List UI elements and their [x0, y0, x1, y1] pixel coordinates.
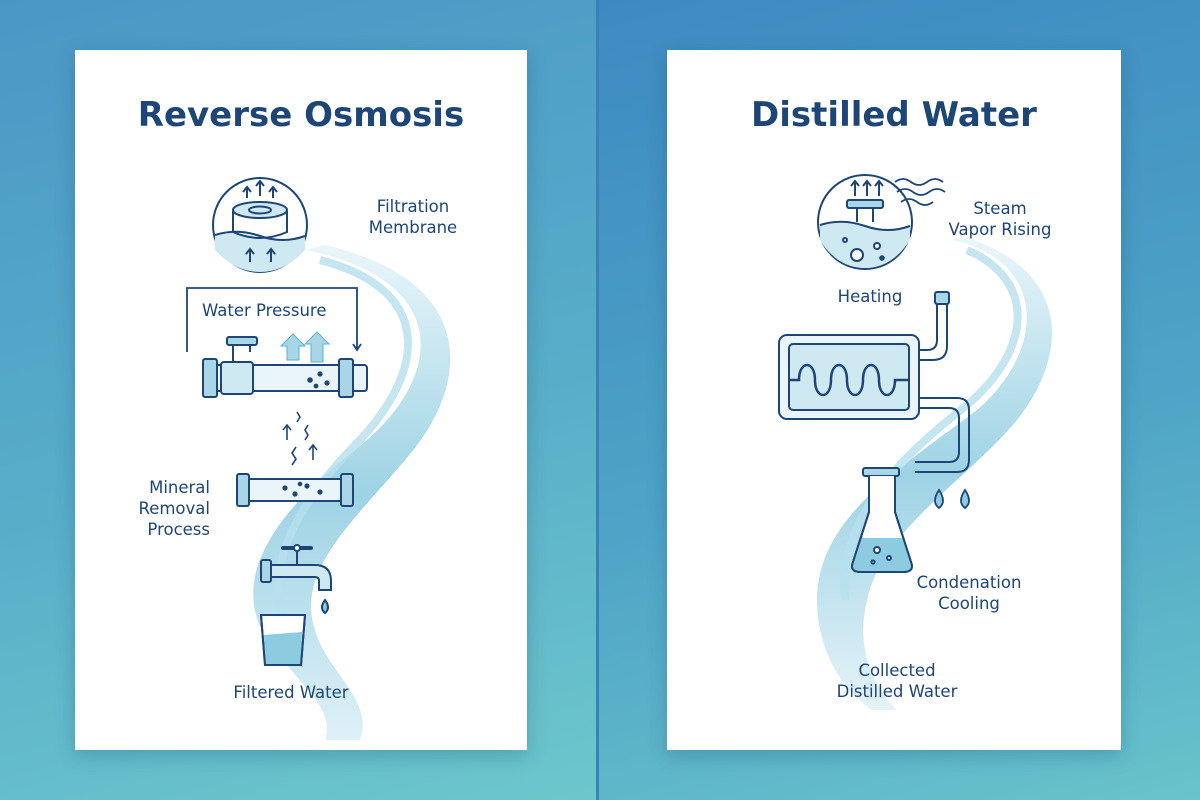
water-pressure-label: Water Pressure: [202, 301, 327, 320]
collected-distilled-water-label: Collected Distilled Water: [797, 660, 997, 702]
faucet-icon: [260, 544, 332, 615]
reverse-osmosis-title: Reverse Osmosis: [137, 95, 465, 135]
distilled-water-card: Distilled Water Steam Vapor Rising Heati…: [667, 50, 1121, 750]
condensation-label-line-2: Cooling: [938, 594, 1000, 613]
steam-waves-icon: [894, 178, 946, 206]
steam-vapor-label: Steam Vapor Rising: [935, 198, 1065, 240]
filtration-membrane-icon: [212, 177, 308, 273]
condensation-drops-icon: [934, 488, 970, 510]
erlenmeyer-flask-icon: [851, 467, 913, 573]
mineral-removal-label-line-2: Removal: [138, 499, 210, 518]
pressure-bracket: [186, 287, 362, 352]
panel-divider: [596, 0, 599, 800]
reverse-osmosis-card: Reverse Osmosis Filtration Membrane Wate…: [75, 50, 527, 750]
steam-vapor-label-line-1: Steam: [973, 199, 1027, 218]
main-pipe-icon: [202, 336, 368, 398]
collected-label-line-1: Collected: [858, 661, 936, 680]
filtration-membrane-label: Filtration Membrane: [353, 196, 473, 238]
condensation-label-line-1: Condenation: [916, 573, 1022, 592]
reverse-osmosis-illustration: [186, 177, 451, 740]
steam-vapor-label-line-2: Vapor Rising: [948, 220, 1052, 239]
water-ribbon: [817, 238, 1052, 710]
filtered-water-label: Filtered Water: [233, 683, 349, 702]
filtration-membrane-label-line-1: Filtration: [376, 197, 450, 216]
mineral-filter-pipe-icon: [236, 473, 354, 507]
distilled-water-illustration: [778, 174, 1052, 710]
impurity-squiggles: [282, 411, 318, 466]
condenser-apparatus-icon: [778, 291, 970, 473]
mineral-removal-label-line-3: Process: [147, 520, 210, 539]
mineral-removal-label-line-1: Mineral: [149, 478, 210, 497]
pressure-arrows: [279, 331, 331, 363]
mineral-removal-label: Mineral Removal Process: [110, 477, 210, 540]
collected-label-line-2: Distilled Water: [836, 682, 958, 701]
filtration-membrane-label-line-2: Membrane: [368, 218, 458, 237]
distilled-water-title: Distilled Water: [751, 95, 1037, 135]
heating-icon: [817, 174, 913, 270]
condensation-cooling-label: Condenation Cooling: [899, 572, 1039, 614]
heating-label: Heating: [837, 287, 903, 306]
glass-of-water-icon: [259, 614, 307, 666]
